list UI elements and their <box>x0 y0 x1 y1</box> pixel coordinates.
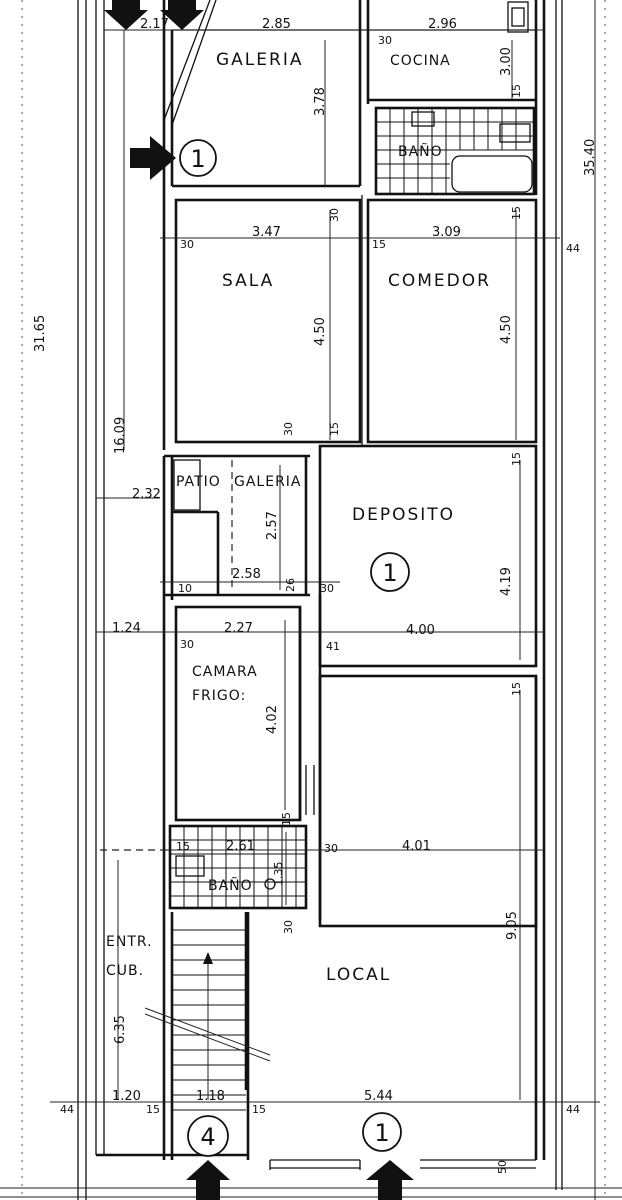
dim-label: 50 <box>496 1160 509 1174</box>
room-entr-line1: ENTR. <box>106 934 153 950</box>
unit-marker-top-label: 1 <box>190 145 205 173</box>
dim-label: 15 <box>328 422 341 436</box>
unit-marker-deposito-label: 1 <box>382 559 397 587</box>
dim-label: 2.17 <box>140 17 169 32</box>
dim-label: 15 <box>510 206 523 220</box>
room-bano-bottom: BAÑO <box>208 877 253 894</box>
dim-label: 2.58 <box>232 567 261 582</box>
dim-label: 2.85 <box>262 17 291 32</box>
dim-label: 44 <box>60 1103 74 1116</box>
dim-label: 30 <box>320 582 334 595</box>
arrow-side-icon <box>130 136 176 180</box>
dim-label: 35.40 <box>583 139 598 176</box>
dim-label: 30 <box>328 208 341 222</box>
dim-label: 3.00 <box>499 47 514 76</box>
room-bano-top: BAÑO <box>398 143 443 160</box>
doors <box>163 0 529 1170</box>
dim-label: 4.01 <box>402 839 431 854</box>
dim-label: 2.27 <box>224 621 253 636</box>
dim-label: 1.35 <box>272 862 285 887</box>
dim-label: 1.18 <box>196 1089 225 1104</box>
room-deposito: DEPOSITO <box>352 505 455 525</box>
dim-label: 30 <box>180 638 194 651</box>
dim-label: 30 <box>282 422 295 436</box>
dim-label: 4.50 <box>499 315 514 344</box>
room-camara-line2: FRIGO: <box>192 688 246 704</box>
dim-label: 30 <box>324 842 338 855</box>
room-local: LOCAL <box>326 965 391 985</box>
dim-label: 2.96 <box>428 17 457 32</box>
dim-label: 3.09 <box>432 225 461 240</box>
dimension-labels: 2.17 2.85 2.96 30 3.78 3.00 15 35.40 31.… <box>33 17 598 1174</box>
bano-bottom-tiles <box>168 824 308 910</box>
dim-label: 3.78 <box>313 87 328 116</box>
room-galeria-top: GALERIA <box>216 50 303 70</box>
dim-label: 44 <box>566 1103 580 1116</box>
dim-label: 15 <box>280 812 293 826</box>
room-galeria-mid: GALERIA <box>234 474 302 490</box>
arrow-top-mid-icon <box>160 0 204 30</box>
dim-label: 5.44 <box>364 1089 393 1104</box>
entry-arrows <box>104 0 414 1200</box>
dim-label: 15 <box>176 840 190 853</box>
dim-label: 15 <box>510 682 523 696</box>
unit-marker-local: 1 <box>362 1112 402 1152</box>
room-comedor: COMEDOR <box>388 271 491 291</box>
dim-label: 44 <box>566 242 580 255</box>
dim-label: 30 <box>282 920 295 934</box>
walls <box>96 0 546 1169</box>
dim-label: 31.65 <box>33 315 48 352</box>
dim-label: 2.32 <box>132 487 161 502</box>
dim-label: 16.09 <box>113 417 128 454</box>
dim-label: 1.20 <box>112 1089 141 1104</box>
arrow-bottom-left-icon <box>186 1160 230 1200</box>
unit-marker-stair: 4 <box>187 1115 229 1157</box>
room-camara-line1: CAMARA <box>192 664 258 680</box>
dim-label: 15 <box>252 1103 266 1116</box>
dim-label: 4.00 <box>406 623 435 638</box>
dim-label: 4.02 <box>265 705 280 734</box>
dim-label: 2.57 <box>265 511 280 540</box>
unit-marker-stair-label: 4 <box>200 1123 215 1151</box>
dim-label: 26 <box>284 578 297 592</box>
dim-label: 6.35 <box>113 1015 128 1044</box>
dim-label: 30 <box>378 34 392 47</box>
dim-label: 1.24 <box>112 621 141 636</box>
unit-marker-deposito: 1 <box>370 552 410 592</box>
dim-label: 41 <box>326 640 340 653</box>
dim-label: 2.61 <box>226 839 255 854</box>
dim-label: 15 <box>372 238 386 251</box>
unit-marker-top: 1 <box>179 139 217 177</box>
room-entr-line2: CUB. <box>106 963 144 979</box>
dim-label: 9.05 <box>505 911 520 940</box>
arrow-top-left-icon <box>104 0 148 30</box>
dim-label: 15 <box>510 84 523 98</box>
dim-label: 3.47 <box>252 225 281 240</box>
dim-label: 4.50 <box>313 317 328 346</box>
dim-label: 15 <box>146 1103 160 1116</box>
room-sala: SALA <box>222 271 274 291</box>
arrow-bottom-right-icon <box>366 1160 414 1200</box>
unit-marker-local-label: 1 <box>374 1119 389 1147</box>
room-patio: PATIO <box>176 474 221 490</box>
stair <box>144 929 271 1111</box>
dim-label: 30 <box>180 238 194 251</box>
room-cocina: COCINA <box>390 53 451 69</box>
dim-label: 15 <box>510 452 523 466</box>
room-labels: GALERIA COCINA BAÑO SALA COMEDOR PATIO G… <box>106 50 491 985</box>
dim-label: 10 <box>178 582 192 595</box>
dim-label: 4.19 <box>499 567 514 596</box>
dimension-lines <box>50 29 600 1103</box>
bano-top-tiles <box>374 106 536 196</box>
